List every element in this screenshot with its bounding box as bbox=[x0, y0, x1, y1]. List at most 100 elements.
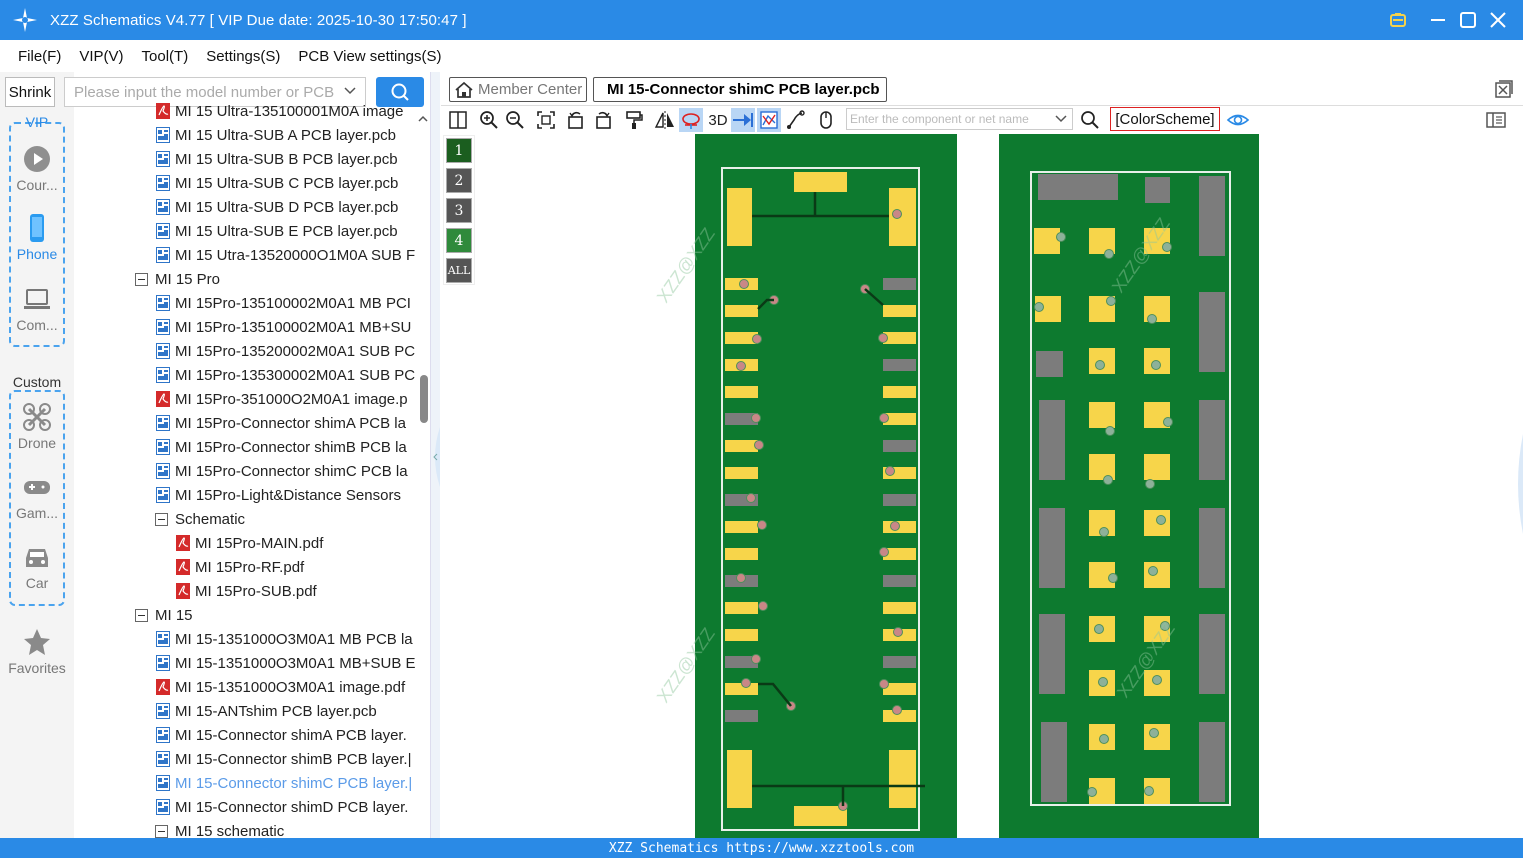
tree-file[interactable]: MI 15-Connector shimC PCB layer.| bbox=[156, 771, 412, 795]
chevron-down-icon[interactable] bbox=[343, 84, 357, 98]
tree-folder[interactable]: Schematic bbox=[155, 507, 245, 531]
side-panel-button[interactable] bbox=[1484, 108, 1508, 132]
rotate-left-button[interactable] bbox=[564, 108, 588, 132]
tree-file[interactable]: MI 15Pro-351000O2M0A1 image.p bbox=[156, 387, 408, 411]
ratsnest-button[interactable] bbox=[757, 108, 781, 132]
tree-file[interactable]: MI 15-1351000O3M0A1 image.pdf bbox=[156, 675, 405, 699]
tree-folder[interactable]: MI 15 bbox=[135, 603, 193, 627]
tree-file[interactable]: MI 15Pro-135100002M0A1 MB PCI bbox=[156, 291, 411, 315]
pcb-via bbox=[757, 520, 767, 530]
pdf-file-icon bbox=[156, 103, 175, 119]
visibility-button[interactable] bbox=[1226, 108, 1250, 132]
tree-file[interactable]: MI 15 Utra-13520000O1M0A SUB F bbox=[156, 243, 415, 267]
menu-pcb-view-settings[interactable]: PCB View settings(S) bbox=[298, 47, 442, 65]
tree-file[interactable]: MI 15 Ultra-135100001M0A image bbox=[156, 99, 403, 123]
pcb-file-icon bbox=[156, 703, 175, 719]
tree-file[interactable]: MI 15Pro-135100002M0A1 MB+SU bbox=[156, 315, 411, 339]
zoom-out-button[interactable] bbox=[503, 108, 527, 132]
tree-file[interactable]: MI 15 Ultra-SUB D PCB layer.pcb bbox=[156, 195, 398, 219]
menu-vip[interactable]: VIP(V) bbox=[79, 47, 124, 65]
tree-folder[interactable]: MI 15 schematic bbox=[155, 819, 284, 843]
menu-tool[interactable]: Tool(T) bbox=[141, 47, 189, 65]
rail-item-drone[interactable]: Drone bbox=[0, 402, 74, 451]
tree-file[interactable]: MI 15Pro-Connector shimB PCB la bbox=[156, 435, 407, 459]
menu-file[interactable]: File(F) bbox=[18, 47, 62, 65]
layer-button-2[interactable]: 2 bbox=[446, 168, 472, 193]
zoom-in-button[interactable] bbox=[477, 108, 501, 132]
tree-folder[interactable]: MI 15 Pro bbox=[135, 267, 220, 291]
tree-file[interactable]: MI 15Pro-135300002M0A1 SUB PC bbox=[156, 363, 415, 387]
shrink-button[interactable]: Shrink bbox=[5, 77, 55, 107]
tree-file[interactable]: MI 15-1351000O3M0A1 MB PCB la bbox=[156, 627, 413, 651]
tree-item-label: MI 15 Ultra-SUB E PCB layer.pcb bbox=[175, 222, 398, 240]
tree-item-label: MI 15Pro-135300002M0A1 SUB PC bbox=[175, 366, 416, 384]
maximize-icon[interactable] bbox=[1453, 5, 1483, 35]
model-search-input[interactable]: Please input the model number or PCB bbox=[64, 77, 366, 107]
collapse-toggle-icon[interactable] bbox=[135, 608, 148, 622]
fit-view-button[interactable] bbox=[534, 108, 558, 132]
tree-file[interactable]: MI 15Pro-RF.pdf bbox=[176, 555, 304, 579]
split-view-button[interactable] bbox=[446, 108, 470, 132]
tree-file[interactable]: MI 15 Ultra-SUB B PCB layer.pcb bbox=[156, 147, 398, 171]
layer-button-all[interactable]: ALL bbox=[446, 258, 472, 283]
tree-file[interactable]: MI 15Pro-SUB.pdf bbox=[176, 579, 317, 603]
pin-view-button[interactable] bbox=[731, 108, 755, 132]
tree-file[interactable]: MI 15-Connector shimB PCB layer.| bbox=[156, 747, 411, 771]
layer-button-3[interactable]: 3 bbox=[446, 198, 472, 223]
collapse-toggle-icon[interactable] bbox=[135, 272, 148, 286]
pcb-pad bbox=[1038, 174, 1118, 200]
rail-item-phone[interactable]: Phone bbox=[0, 213, 74, 262]
search-button[interactable] bbox=[376, 77, 424, 107]
tree-file[interactable]: MI 15Pro-Connector shimA PCB la bbox=[156, 411, 406, 435]
close-icon[interactable] bbox=[1483, 5, 1513, 35]
layer-button-1[interactable]: 1 bbox=[446, 138, 472, 163]
mirror-button[interactable] bbox=[653, 108, 677, 132]
tree-scrollbar[interactable] bbox=[417, 112, 429, 838]
tree-file[interactable]: MI 15Pro-Connector shimC PCB la bbox=[156, 459, 408, 483]
menu-settings[interactable]: Settings(S) bbox=[206, 47, 281, 65]
tab-member-center[interactable]: Member Center bbox=[449, 77, 587, 102]
side-panel-icon bbox=[1486, 112, 1506, 128]
tree-file[interactable]: MI 15 Ultra-SUB C PCB layer.pcb bbox=[156, 171, 398, 195]
collapse-toggle-icon[interactable] bbox=[155, 824, 168, 838]
component-search-input[interactable]: Enter the component or net name bbox=[846, 108, 1073, 130]
color-scheme-button[interactable]: [ColorScheme] bbox=[1110, 107, 1220, 131]
rotate-right-button[interactable] bbox=[591, 108, 615, 132]
tree-file[interactable]: MI 15-Connector shimA PCB layer. bbox=[156, 723, 407, 747]
collapse-toggle-icon[interactable] bbox=[155, 512, 168, 526]
close-tabs-icon[interactable] bbox=[1495, 80, 1513, 98]
tree-item-label: MI 15Pro-Light&Distance Sensors bbox=[175, 486, 401, 504]
tree-file[interactable]: MI 15 Ultra-SUB A PCB layer.pcb bbox=[156, 123, 396, 147]
rail-item-courses[interactable]: Cour... bbox=[0, 144, 74, 193]
pcb-pad bbox=[889, 750, 916, 808]
tree-file[interactable]: MI 15 Ultra-SUB E PCB layer.pcb bbox=[156, 219, 398, 243]
rail-item-game[interactable]: Gam... bbox=[0, 472, 74, 521]
rail-item-computer[interactable]: Com... bbox=[0, 284, 74, 333]
tree-file[interactable]: MI 15-ANTshim PCB layer.pcb bbox=[156, 699, 377, 723]
layer-button-4[interactable]: 4 bbox=[446, 228, 472, 253]
minimize-icon[interactable] bbox=[1423, 5, 1453, 35]
paint-button[interactable] bbox=[622, 108, 646, 132]
tree-file[interactable]: MI 15-Connector shimD PCB layer. bbox=[156, 795, 408, 819]
vip-badge-icon[interactable] bbox=[1383, 5, 1413, 35]
component-search-button[interactable] bbox=[1078, 108, 1102, 132]
tree-file[interactable]: MI 15-1351000O3M0A1 MB+SUB E bbox=[156, 651, 416, 675]
tree-file[interactable]: MI 15Pro-MAIN.pdf bbox=[176, 531, 323, 555]
collapse-panel-icon[interactable] bbox=[430, 427, 440, 487]
net-highlight-button[interactable] bbox=[679, 108, 703, 132]
chevron-down-icon[interactable] bbox=[1054, 112, 1068, 126]
tree-file[interactable]: MI 15Pro-Light&Distance Sensors bbox=[156, 483, 401, 507]
trace-button[interactable] bbox=[784, 108, 808, 132]
scrollbar-thumb[interactable] bbox=[420, 375, 428, 423]
scroll-up-icon[interactable] bbox=[417, 114, 429, 124]
toggle-3d-button[interactable]: 3D bbox=[708, 111, 728, 129]
pan-button[interactable] bbox=[814, 108, 838, 132]
rail-item-favorites[interactable]: Favorites bbox=[0, 627, 74, 676]
window-title: XZZ Schematics V4.77 [ VIP Due date: 202… bbox=[50, 11, 467, 29]
panel-splitter[interactable] bbox=[430, 72, 440, 838]
tree-file[interactable]: MI 15Pro-135200002M0A1 SUB PC bbox=[156, 339, 415, 363]
rail-item-car[interactable]: Car bbox=[0, 542, 74, 591]
tab-active-pcb[interactable]: MI 15-Connector shimC PCB layer.pcb bbox=[593, 77, 887, 102]
